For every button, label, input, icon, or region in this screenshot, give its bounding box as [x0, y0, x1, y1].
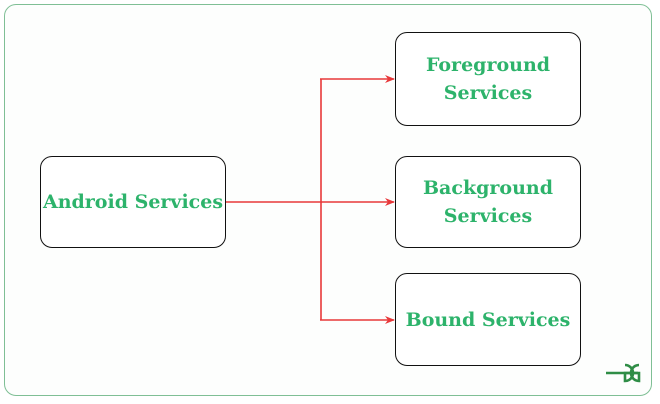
foreground-services-node: Foreground Services [395, 32, 581, 126]
android-services-label: Android Services [42, 191, 224, 213]
bound-services-label: Bound Services [405, 308, 571, 331]
background-services-label: Background Services [423, 177, 553, 227]
foreground-services-label: Foreground Services [425, 54, 551, 104]
bound-services-node: Bound Services [395, 273, 581, 366]
background-services-node: Background Services [395, 156, 581, 248]
geeksforgeeks-logo-icon [606, 363, 641, 383]
android-services-node: Android Services [40, 156, 226, 248]
